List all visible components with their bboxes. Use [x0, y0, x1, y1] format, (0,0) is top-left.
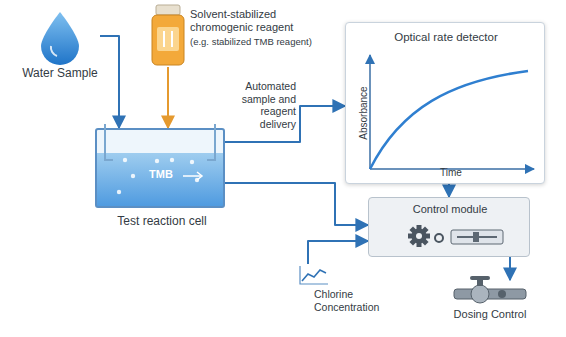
node-title: Dosing Control [440, 308, 540, 321]
water-sample-icon: Water Sample [20, 12, 100, 84]
bottle-stripe [171, 31, 173, 47]
bubble [190, 160, 194, 164]
flow-arrow [225, 183, 368, 225]
flow-arrow [308, 241, 368, 264]
node-title: Optical rate detector [366, 31, 526, 45]
flow-arrow [448, 184, 450, 197]
bottle-stripe [163, 31, 165, 47]
inlet-tube [207, 124, 215, 160]
valve-body [471, 285, 489, 303]
test-reaction-cell: Test reaction cellTMB [95, 128, 225, 208]
reaction-arrow [183, 175, 201, 177]
control-module: Control module [368, 197, 530, 257]
reaction-arrowhead [197, 172, 202, 180]
flow-arrow [100, 36, 119, 128]
valve-flange [498, 290, 506, 298]
slider-knob [473, 232, 479, 242]
node-text: (e.g. stabilized TMB reagent) [190, 36, 340, 47]
node-illustration [440, 280, 540, 328]
bottle-cap [156, 5, 180, 15]
pipe [454, 289, 526, 299]
node-title: Water Sample [20, 66, 100, 80]
bubble [117, 190, 121, 194]
small-gear [435, 234, 443, 242]
chlorine-concentration-indicator: Chlorine Concentration [298, 264, 408, 316]
node-text: TMB [141, 168, 181, 181]
flow-arrow [167, 67, 169, 128]
node-text: Absorbance [358, 73, 370, 153]
node-title: Chlorine Concentration [314, 288, 396, 313]
node-title: Solvent-stabilized chromogenic reagent [190, 8, 315, 34]
gear-icon [408, 225, 430, 247]
bubble [170, 158, 174, 162]
optical-rate-detector-panel: Optical rate detectorAbsorbanceTime [345, 22, 545, 184]
reagent-bottle: Solvent-stabilized chromogenic reagent (e… [150, 5, 342, 67]
flow-arrow [509, 257, 511, 280]
node-text: Time [426, 167, 476, 179]
mini-chart-line [302, 270, 326, 281]
drop-highlight [51, 46, 57, 56]
node-title: Test reaction cell [87, 214, 237, 228]
control-panel-display [451, 230, 503, 244]
water-drop [41, 12, 79, 65]
node-title: Control module [379, 203, 521, 216]
bottle-label [157, 27, 179, 51]
dosing-control-valve: Dosing Control [440, 280, 540, 328]
flow-note: Automated sample and reagent delivery [228, 80, 296, 130]
bottle-body [152, 15, 184, 65]
bubble [155, 159, 159, 163]
mini-chart-axes [300, 266, 328, 284]
inlet-tube [105, 124, 113, 160]
y-axis [369, 55, 371, 169]
valve-handle [470, 276, 490, 280]
bubble [123, 158, 127, 162]
node-illustration [346, 23, 546, 185]
absorbance-curve [370, 71, 528, 169]
bubble [131, 174, 135, 178]
